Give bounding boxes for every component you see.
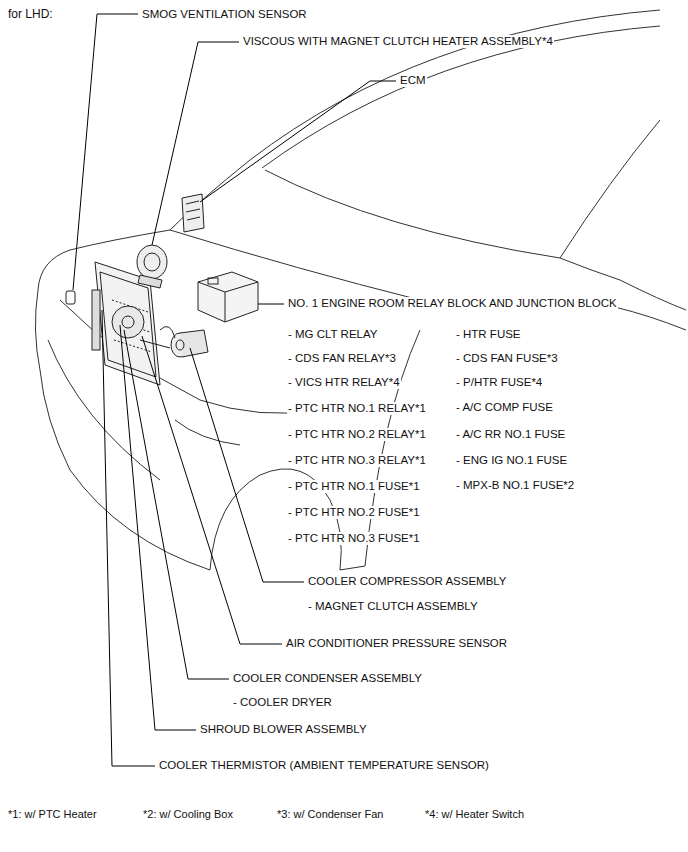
- part-label: ECM: [399, 74, 427, 87]
- footnote: *1: w/ PTC Heater: [7, 808, 98, 821]
- part-label: - P/HTR FUSE*4: [455, 376, 543, 389]
- part-label: - PTC HTR NO.3 RELAY*1: [287, 454, 427, 467]
- footnote: *2: w/ Cooling Box: [142, 808, 234, 821]
- part-label: - MAGNET CLUTCH ASSEMBLY: [307, 600, 479, 613]
- part-label: - PTC HTR NO.3 FUSE*1: [287, 532, 421, 545]
- part-label: COOLER COMPRESSOR ASSEMBLY: [307, 575, 508, 588]
- footnote: *4: w/ Heater Switch: [424, 808, 525, 821]
- part-label: - HTR FUSE: [455, 328, 522, 341]
- footnote: *3: w/ Condenser Fan: [276, 808, 384, 821]
- page-title: for LHD:: [7, 8, 54, 21]
- part-label: VISCOUS WITH MAGNET CLUTCH HEATER ASSEMB…: [242, 35, 554, 48]
- part-label: NO. 1 ENGINE ROOM RELAY BLOCK AND JUNCTI…: [287, 297, 618, 310]
- part-label: SHROUD BLOWER ASSEMBLY: [199, 723, 368, 736]
- part-label: COOLER CONDENSER ASSEMBLY: [232, 672, 423, 685]
- part-label: COOLER THERMISTOR (AMBIENT TEMPERATURE S…: [158, 759, 490, 772]
- part-label: - PTC HTR NO.1 FUSE*1: [287, 480, 421, 493]
- part-label: - CDS FAN RELAY*3: [287, 352, 397, 365]
- part-label: - ENG IG NO.1 FUSE: [455, 454, 568, 467]
- part-label: AIR CONDITIONER PRESSURE SENSOR: [285, 637, 508, 650]
- part-label: - A/C RR NO.1 FUSE: [455, 428, 566, 441]
- part-label: - VICS HTR RELAY*4: [287, 376, 401, 389]
- part-label: - PTC HTR NO.2 RELAY*1: [287, 428, 427, 441]
- part-label: - MPX-B NO.1 FUSE*2: [455, 479, 575, 492]
- part-label: - CDS FAN FUSE*3: [455, 352, 559, 365]
- part-label: SMOG VENTILATION SENSOR: [141, 8, 308, 21]
- part-label: - PTC HTR NO.2 FUSE*1: [287, 506, 421, 519]
- part-label: - A/C COMP FUSE: [455, 401, 554, 414]
- part-label: - COOLER DRYER: [232, 696, 333, 709]
- part-label: - PTC HTR NO.1 RELAY*1: [287, 402, 427, 415]
- part-label: - MG CLT RELAY: [287, 328, 378, 341]
